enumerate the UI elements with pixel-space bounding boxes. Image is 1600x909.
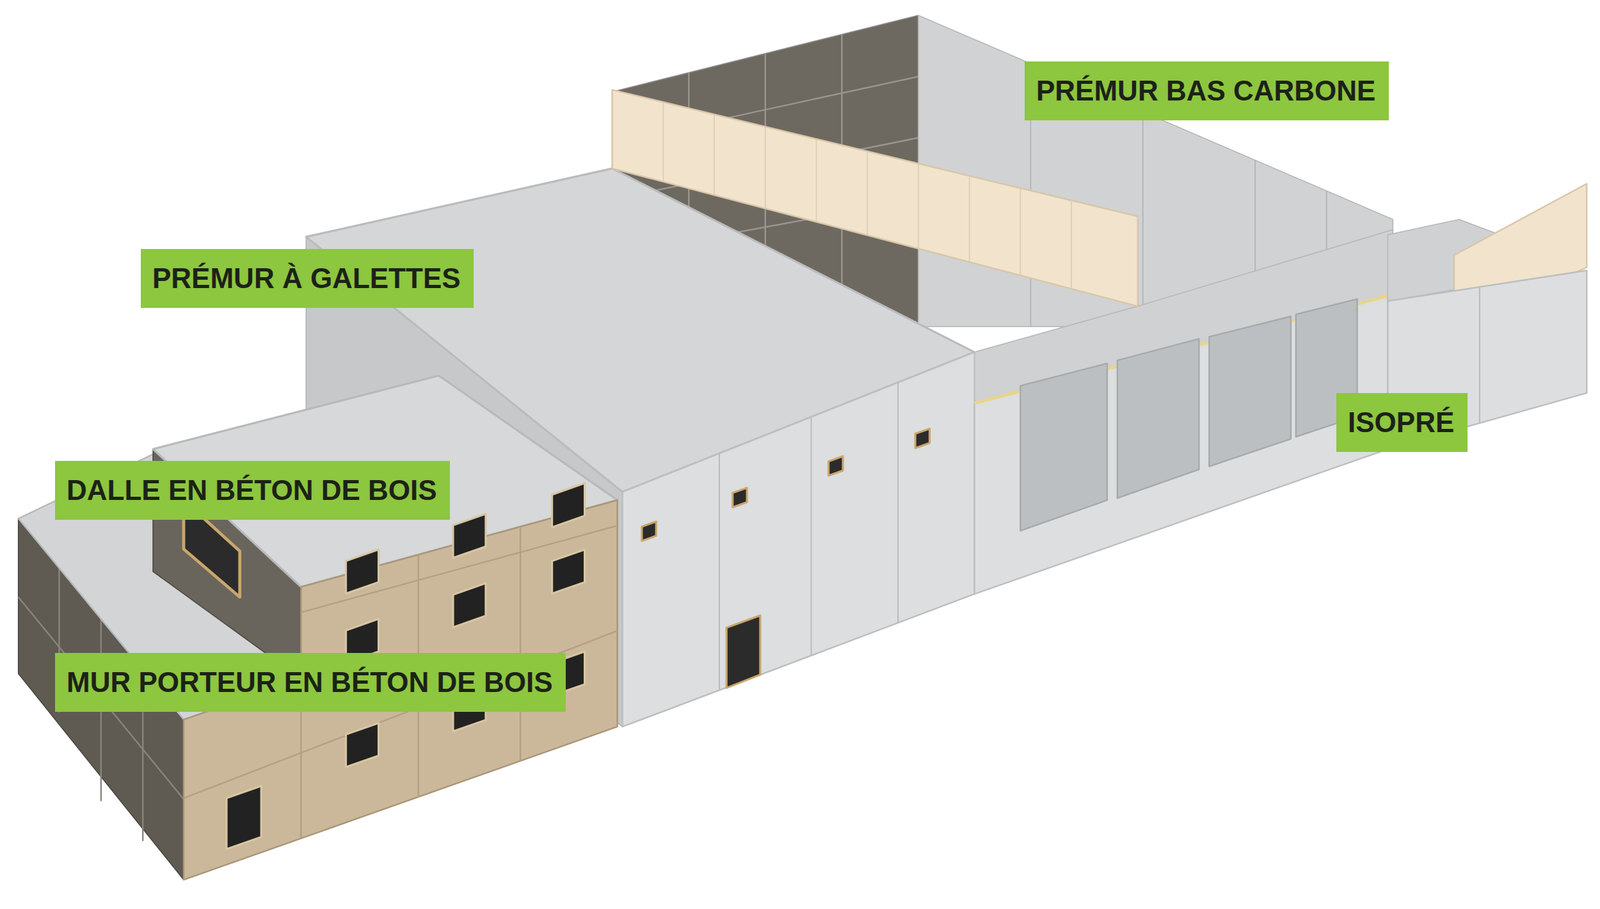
- callout-text: PRÉMUR À GALETTES: [152, 261, 463, 296]
- window: [453, 513, 486, 559]
- callout-box: MUR PORTEUR EN BÉTON DE BOIS: [55, 652, 566, 712]
- callout-text: ISOPRÉ: [1347, 405, 1456, 440]
- fence-stripes: [663, 101, 1072, 289]
- callout-box: ISOPRÉ: [1336, 392, 1468, 452]
- window: [552, 549, 585, 594]
- wing-front: [974, 295, 1389, 594]
- panel-seams: [719, 382, 898, 690]
- callout-box: PRÉMUR BAS CARBONE: [1024, 61, 1389, 121]
- fence-panel: [612, 89, 1138, 306]
- large-windows: [1020, 298, 1357, 531]
- door: [726, 615, 761, 688]
- window: [346, 549, 379, 594]
- window: [346, 722, 379, 767]
- callout-box: PRÉMUR À GALETTES: [140, 248, 474, 308]
- middle-front: [622, 352, 975, 727]
- tan-windows: [230, 483, 585, 768]
- callout-text: MUR PORTEUR EN BÉTON DE BOIS: [66, 665, 555, 699]
- entry-door: [226, 785, 262, 850]
- callout-text: DALLE EN BÉTON DE BOIS: [66, 473, 439, 507]
- window: [453, 583, 486, 628]
- window: [552, 483, 585, 528]
- small-windows: [641, 428, 930, 541]
- callout-box: DALLE EN BÉTON DE BOIS: [55, 460, 450, 520]
- annex-seam: [1479, 286, 1481, 424]
- callout-text: PRÉMUR BAS CARBONE: [1036, 74, 1378, 108]
